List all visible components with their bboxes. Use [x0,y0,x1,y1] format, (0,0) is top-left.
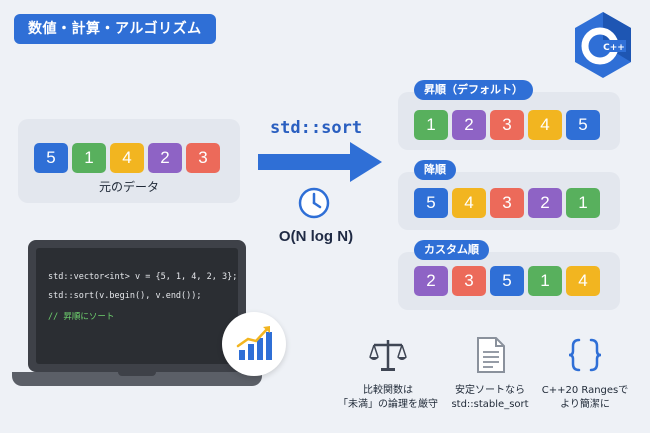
tip-text: C++20 Rangesで より簡潔に [530,384,640,412]
number-tile: 4 [452,188,486,218]
number-tile: 5 [34,143,68,173]
code-line: std::vector<int> v = {5, 1, 4, 2, 3}; [48,272,238,282]
logo-text: C++ [603,43,625,53]
laptop-notch [118,372,156,376]
cpp-logo-icon: C++ [575,12,631,78]
number-tile: 5 [414,188,448,218]
result-label-ascending: 昇順（デフォルト） [414,80,533,100]
tip-line: 比較関数は [363,385,413,396]
number-tile: 3 [452,266,486,296]
tip-line: std::stable_sort [451,399,529,410]
number-tile: 4 [528,110,562,140]
result-label-descending: 降順 [414,160,456,180]
scale-icon [369,340,407,371]
number-tile: 5 [566,110,600,140]
tip-line: 「未満」の論理を厳守 [338,399,438,410]
code-line: std::sort(v.begin(), v.end()); [48,291,202,301]
number-tile: 5 [490,266,524,296]
category-label: 数値・計算・アルゴリズム [14,14,216,44]
clock-icon [298,187,330,219]
number-tile: 1 [72,143,106,173]
number-tile: 2 [414,266,448,296]
tip-line: 安定ソートなら [455,385,525,396]
number-tile: 3 [186,143,220,173]
code-editor [36,248,238,364]
algorithm-name: std::sort [269,118,363,138]
tip-line: より簡潔に [560,399,610,410]
trend-chart-icon [236,326,272,360]
code-comment: // 昇順にソート [48,312,115,322]
right-arrow-icon [258,142,382,182]
number-tile: 2 [148,143,182,173]
result-label-custom: カスタム順 [414,240,489,260]
tip-line: C++20 Rangesで [541,385,629,396]
tip-text: 安定ソートなら std::stable_sort [435,384,545,412]
number-tile: 3 [490,110,524,140]
number-tile: 1 [528,266,562,296]
number-tile: 3 [490,188,524,218]
number-tile: 4 [566,266,600,296]
number-tile: 1 [414,110,448,140]
number-tile: 2 [452,110,486,140]
document-icon [477,337,505,373]
number-tile: 1 [566,188,600,218]
source-caption: 元のデータ [98,180,159,194]
laptop-base [12,372,262,386]
braces-icon [568,338,602,372]
complexity-label: O(N log N) [278,228,354,245]
number-tile: 2 [528,188,562,218]
number-tile: 4 [110,143,144,173]
tip-text: 比較関数は 「未満」の論理を厳守 [333,384,443,412]
